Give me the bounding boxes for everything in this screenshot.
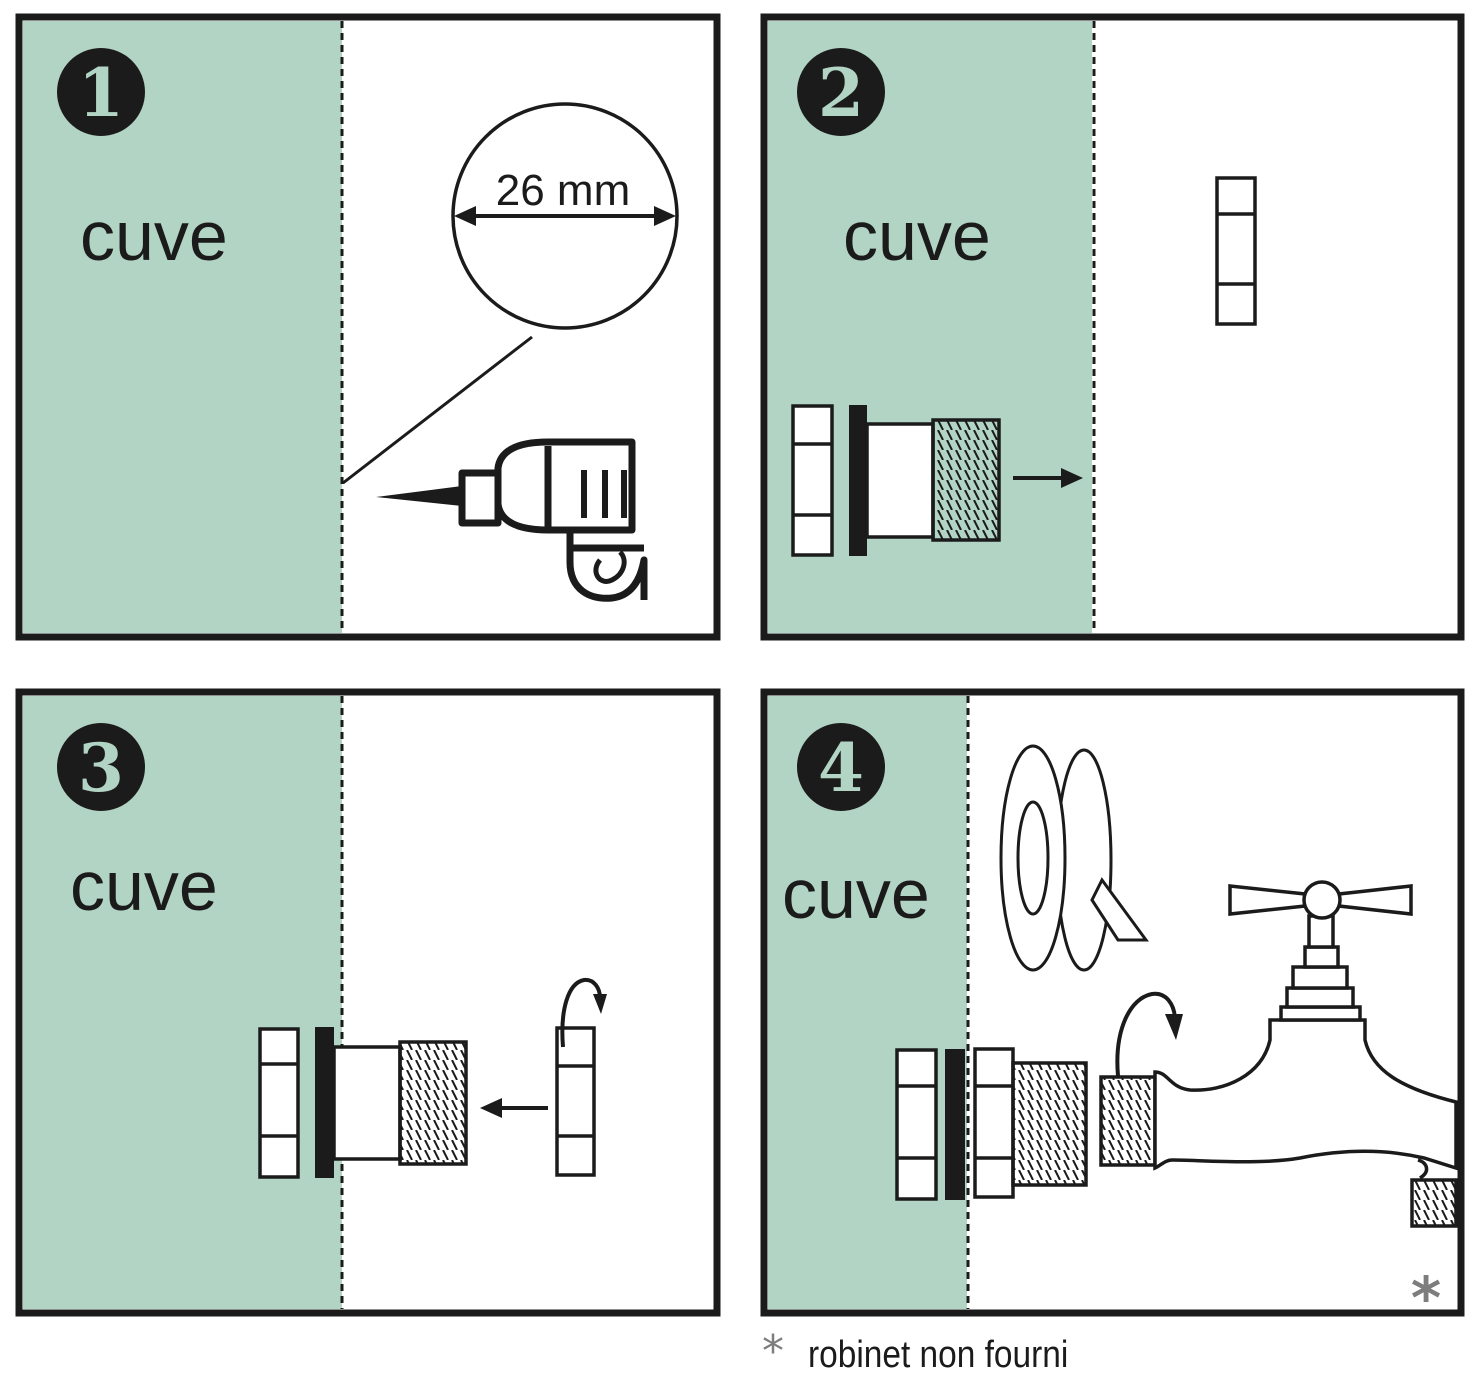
hole-diameter-callout: 26 mm (342, 102, 679, 485)
step-badge (797, 48, 885, 136)
drill-icon (376, 438, 648, 602)
tank-label: cuve (843, 197, 991, 275)
tap-not-supplied-asterisk: * (1411, 1264, 1441, 1332)
tank-label: cuve (70, 847, 218, 925)
bulkhead-fitting-icon (258, 1027, 468, 1179)
bulkhead-fitting-icon (895, 1047, 1088, 1201)
insert-arrow-icon (1013, 468, 1083, 488)
panel-4: 4 cuve (760, 688, 1465, 1332)
rotate-arrow-icon (1115, 991, 1183, 1077)
footnote-text: robinet non fourni (808, 1334, 1069, 1376)
step-number: 4 (818, 729, 864, 807)
lock-nut-icon (555, 1026, 596, 1177)
step-number: 2 (818, 54, 864, 132)
ptfe-tape-icon (999, 744, 1149, 972)
panel-2: 2 cuve (760, 13, 1465, 641)
lock-nut-icon (1215, 176, 1257, 326)
tank-label: cuve (80, 197, 228, 275)
push-arrow-icon (480, 1098, 548, 1118)
panel-1: 1 cuve 26 mm (15, 13, 721, 641)
tank-label: cuve (782, 855, 930, 933)
dimension-label: 26 mm (496, 166, 630, 215)
tap-icon (1099, 880, 1458, 1228)
bulkhead-fitting-icon (791, 404, 1001, 557)
step-number: 1 (78, 54, 124, 132)
step-badge (57, 723, 145, 811)
step-badge (797, 723, 885, 811)
step-badge (57, 48, 145, 136)
footnote-asterisk: * (762, 1326, 784, 1377)
step-number: 3 (78, 729, 124, 807)
panel-3: 3 cuve (15, 688, 721, 1317)
rotate-arrow-icon (560, 977, 607, 1048)
